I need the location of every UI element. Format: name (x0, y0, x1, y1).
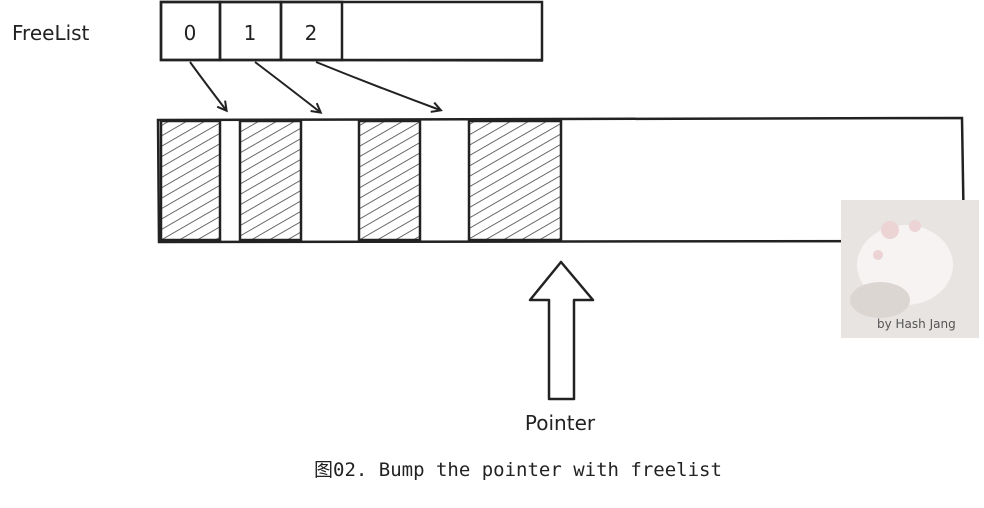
allocated-block-2 (238, 119, 303, 242)
pointer-arrow-shape (528, 260, 595, 401)
freelist-slot-2 (279, 0, 344, 62)
memory-bar (156, 116, 966, 244)
pointer-arrow (528, 260, 595, 401)
freelist-label: FreeList (12, 21, 90, 45)
freelist-arrow-1 (254, 61, 320, 112)
watermark: by Hash Jang (841, 200, 979, 338)
freelist-slot-0-label: 0 (184, 21, 197, 45)
watermark-text: by Hash Jang (877, 317, 956, 331)
freelist-arrows (189, 61, 440, 112)
freelist-arrow-0 (189, 61, 226, 110)
freelist-slot-1-label: 1 (244, 21, 257, 45)
figure-caption: 图02. Bump the pointer with freelist (314, 459, 722, 481)
allocated-block-3 (357, 119, 422, 242)
freelist-arrow-2 (315, 61, 440, 110)
freelist-bar: 0 1 2 (159, 0, 544, 62)
pointer-label: Pointer (525, 411, 596, 435)
freelist-slot-2-label: 2 (305, 21, 318, 45)
allocated-block-4 (467, 119, 563, 242)
allocated-block-1 (159, 119, 222, 242)
